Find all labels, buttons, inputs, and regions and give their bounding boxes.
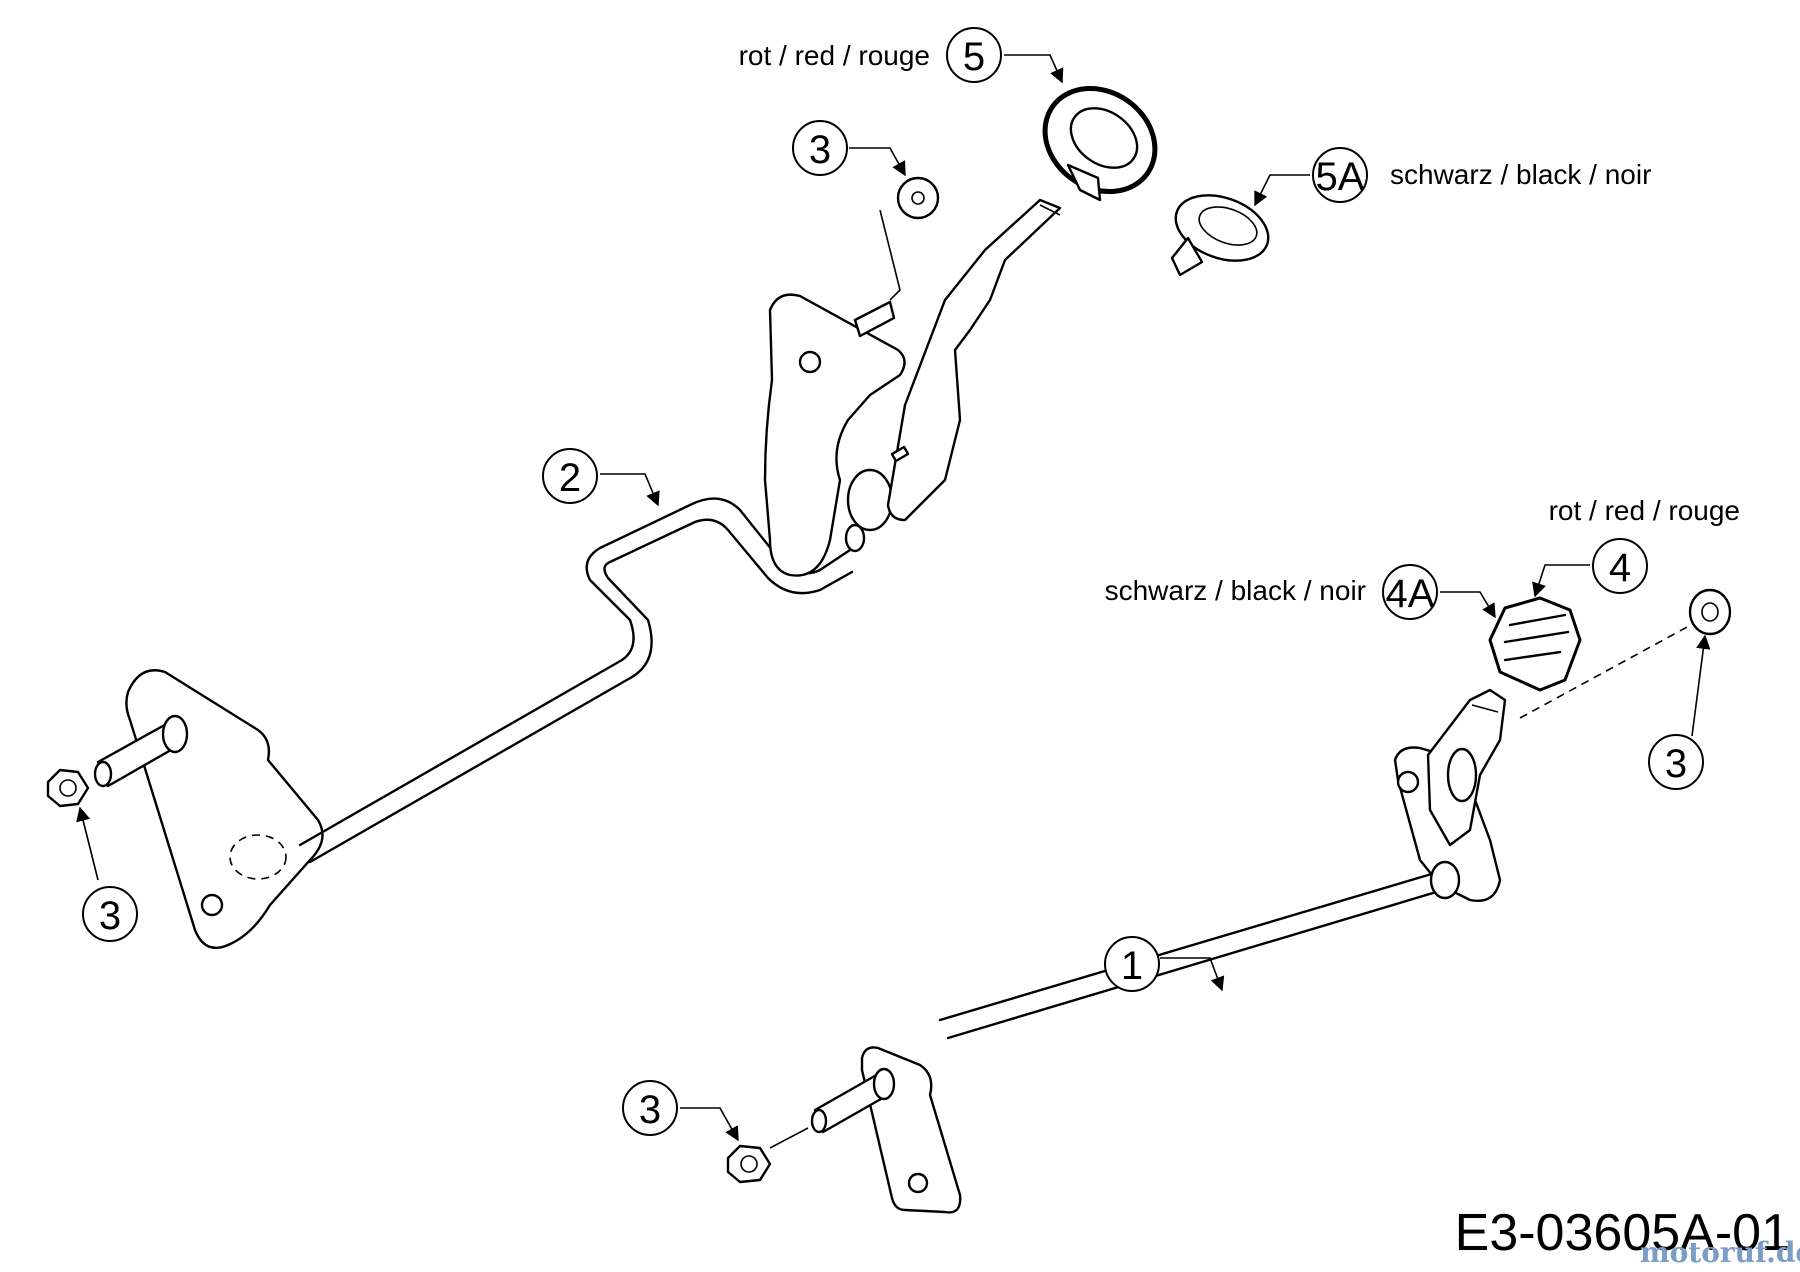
rear-height-lever — [886, 198, 1062, 522]
svg-text:4: 4 — [1609, 546, 1631, 590]
svg-text:4A: 4A — [1386, 572, 1435, 616]
right-rear-bracket — [763, 293, 906, 577]
rear-axle-assembly — [46, 198, 1062, 950]
svg-text:3: 3 — [809, 128, 831, 172]
left-rear-bracket — [125, 669, 324, 950]
knob-4-red — [1488, 596, 1582, 692]
svg-text:3: 3 — [1665, 742, 1687, 786]
knob-5-red — [1042, 85, 1158, 202]
callout-3-left: 3 — [82, 886, 138, 942]
label-red-top: rot / red / rouge — [739, 40, 930, 71]
svg-text:3: 3 — [639, 1088, 661, 1132]
watermark: motoruf.de — [1640, 1236, 1800, 1269]
drawing-code: E3-03605A-01 — [1455, 1204, 1790, 1262]
front-axle-rod — [938, 871, 1437, 1022]
rear-axle-rod — [298, 497, 852, 847]
callout-5: 5 — [946, 27, 1002, 83]
callout-3-right: 3 — [1648, 734, 1704, 790]
label-red-right: rot / red / rouge — [1549, 495, 1740, 526]
svg-text:2: 2 — [559, 456, 581, 500]
svg-text:5: 5 — [963, 35, 985, 79]
svg-text:5A: 5A — [1316, 155, 1365, 199]
left-rear-nut — [46, 768, 90, 808]
label-black-top: schwarz / black / noir — [1390, 159, 1651, 190]
front-right-washer — [1688, 588, 1732, 636]
label-black-right: schwarz / black / noir — [1105, 575, 1366, 606]
svg-text:1: 1 — [1121, 944, 1143, 988]
callout-5a: 5A — [1312, 147, 1368, 203]
leader-lines — [76, 54, 1711, 1142]
front-axle-assembly — [726, 588, 1732, 1214]
callout-1: 1 — [1104, 936, 1160, 992]
knob-5a-black — [1170, 194, 1270, 277]
callout-3-bottom: 3 — [622, 1080, 678, 1136]
callout-4a: 4A — [1382, 564, 1438, 620]
callout-3-top: 3 — [792, 120, 848, 176]
callout-2: 2 — [542, 448, 598, 504]
upper-nut — [896, 176, 940, 220]
front-left-nut — [726, 1144, 772, 1184]
callout-4: 4 — [1592, 538, 1648, 594]
svg-text:3: 3 — [99, 894, 121, 938]
